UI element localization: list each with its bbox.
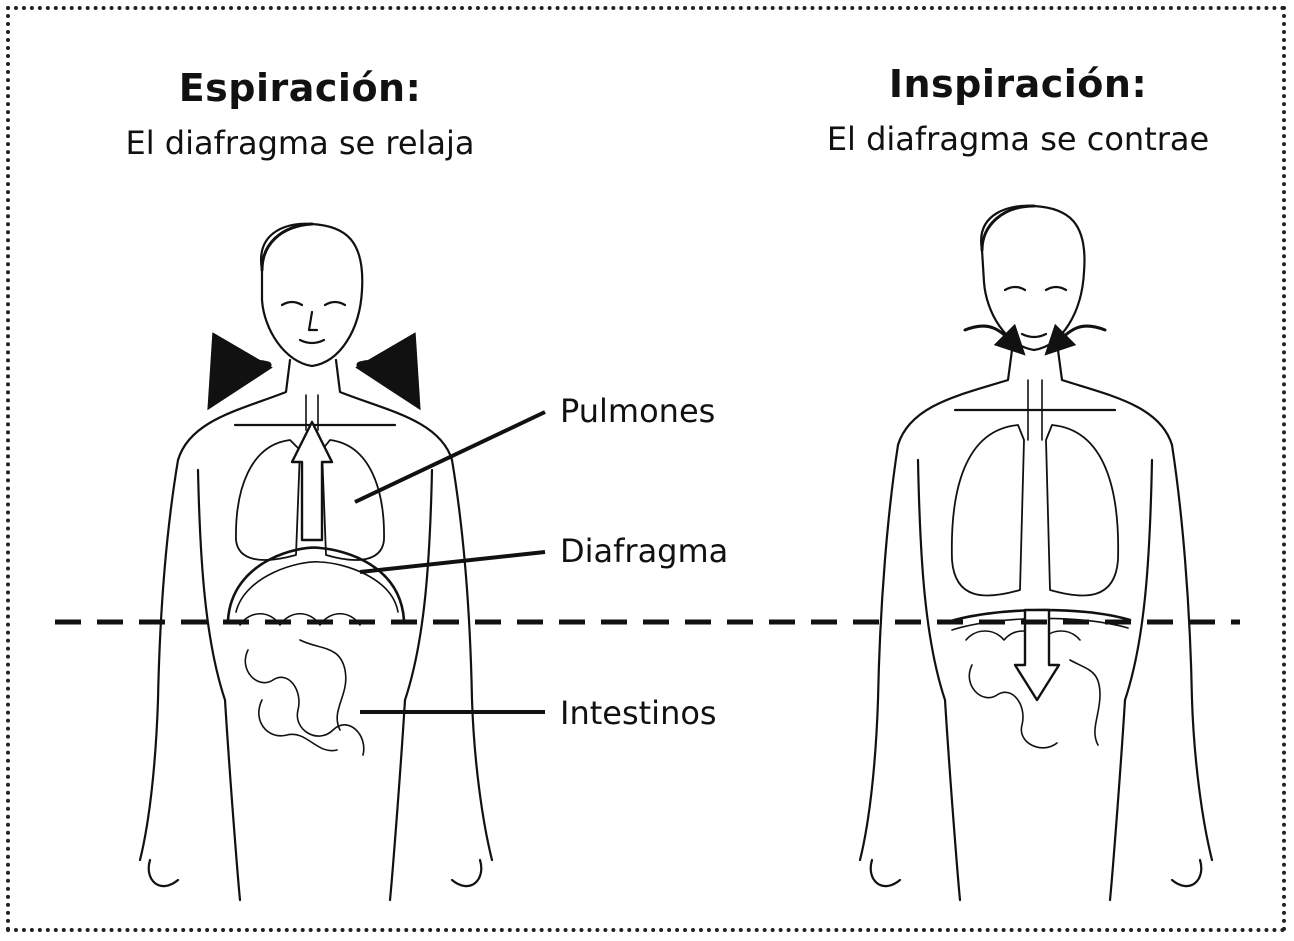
label-lungs: Pulmones (560, 392, 715, 430)
inspiration-figure (860, 206, 1212, 900)
left-intestines (240, 614, 364, 755)
right-inhale-arrow-right (1055, 326, 1105, 345)
right-lungs (952, 425, 1118, 596)
label-intestines: Intestinos (560, 694, 717, 732)
left-arrow-out-right (360, 363, 403, 380)
left-head (261, 224, 362, 366)
left-arrow-out-left (225, 363, 268, 380)
right-torso (860, 350, 1212, 860)
diaphragm-leader-line (360, 552, 545, 572)
label-diaphragm: Diafragma (560, 532, 728, 570)
